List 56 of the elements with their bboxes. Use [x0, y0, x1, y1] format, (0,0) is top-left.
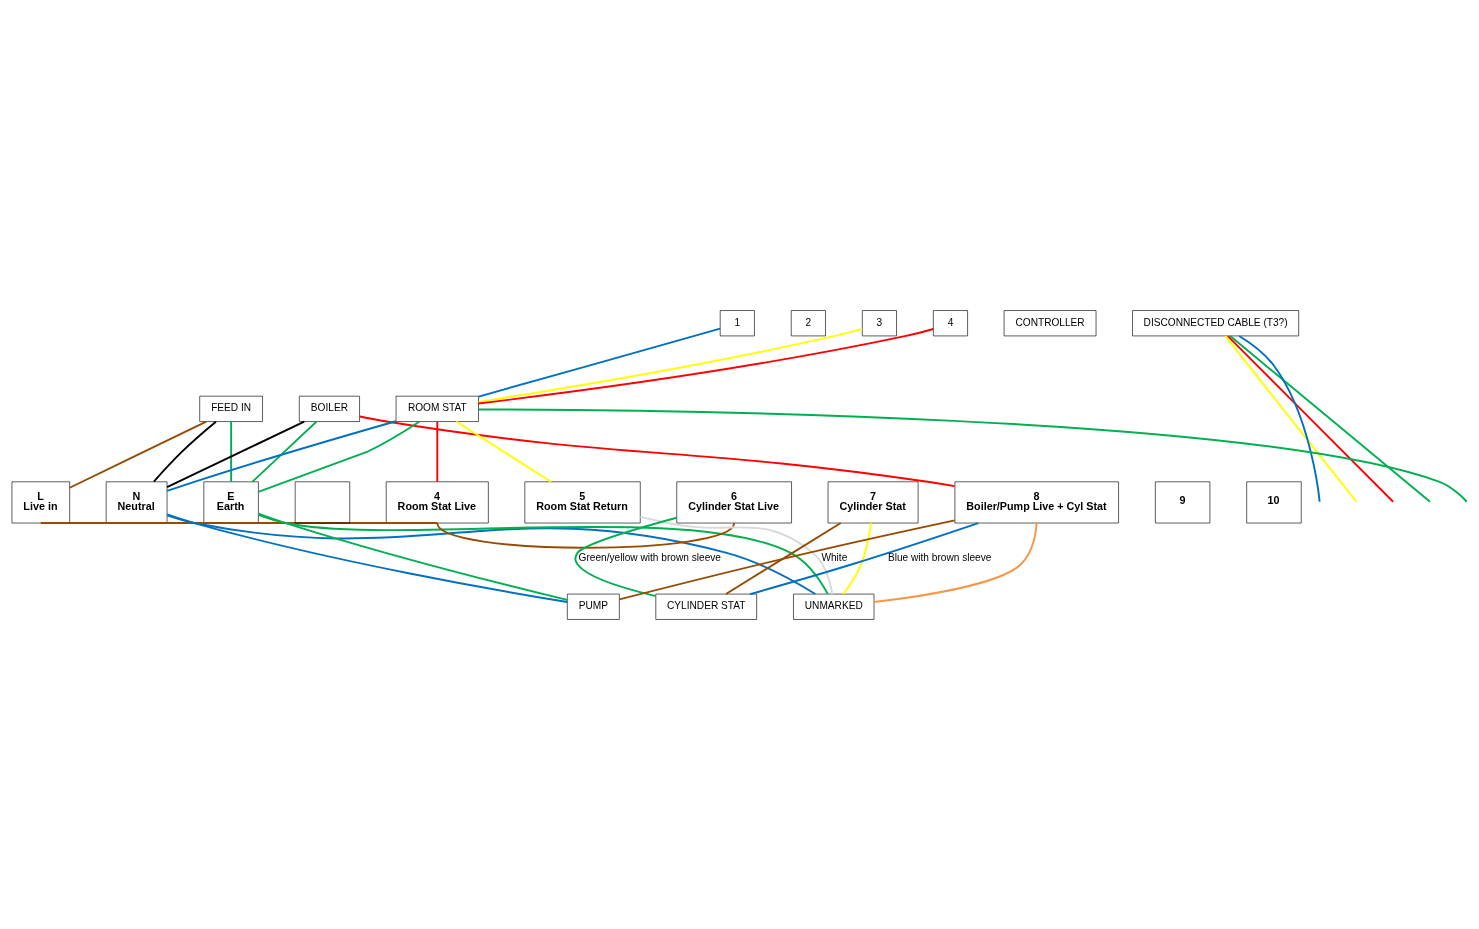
- node-box: 8 Boiler/Pump Live + Cyl Stat: [954, 481, 1119, 523]
- connector: [251, 420, 318, 483]
- connector: [257, 513, 829, 595]
- connector: [618, 518, 956, 600]
- node-box: CONTROLLER: [1003, 309, 1097, 336]
- node-box: 7 Cylinder Stat: [827, 481, 919, 523]
- connector: [166, 512, 569, 603]
- connector: [230, 420, 233, 483]
- node-box: BOILER: [299, 395, 360, 422]
- node-box: 1: [719, 309, 755, 336]
- node-box: 4 Room Stat Live: [385, 481, 489, 523]
- connector: [358, 415, 956, 487]
- connector: [455, 420, 552, 483]
- connector: [257, 512, 569, 601]
- connector: [166, 419, 397, 492]
- connector: [436, 521, 736, 549]
- node-box: 6 Cylinder Stat Live: [676, 481, 792, 523]
- connector: [257, 420, 421, 493]
- node-box: 3: [861, 309, 897, 336]
- connector: [1229, 334, 1431, 503]
- node-box: [294, 481, 351, 523]
- connector: [749, 521, 980, 595]
- node-box: FEED IN: [199, 395, 263, 422]
- connector: [1224, 334, 1358, 503]
- connector: [842, 521, 873, 595]
- connector: [152, 420, 217, 483]
- node-box: CYLINDER STAT: [655, 593, 757, 620]
- node-box: L Live in: [11, 481, 70, 523]
- connector: [1226, 334, 1395, 503]
- connector: [477, 327, 864, 403]
- node-box: ROOM STAT: [395, 395, 479, 422]
- node-box: PUMP: [567, 593, 620, 620]
- node-box: 5 Room Stat Return: [524, 481, 641, 523]
- node-box: 2: [790, 309, 826, 336]
- connector: [68, 420, 208, 489]
- edge-label: Green/yellow with brown sleeve: [578, 551, 721, 563]
- connector: [1238, 334, 1321, 503]
- node-box: N Neutral: [105, 481, 168, 523]
- connector: [873, 521, 1038, 603]
- connector: [477, 327, 935, 404]
- connector: [477, 408, 1468, 503]
- connector: [639, 515, 834, 595]
- node-box: UNMARKED: [793, 593, 875, 620]
- node-box: 10: [1246, 481, 1302, 523]
- node-box: E Earth: [203, 481, 259, 523]
- edge-label: Blue with brown sleeve: [887, 551, 992, 563]
- connector: [166, 420, 306, 488]
- edge-label: White: [821, 551, 848, 563]
- node-box: DISCONNECTED CABLE (T3?): [1132, 309, 1300, 336]
- connector: [436, 420, 439, 483]
- connector: [574, 516, 678, 597]
- node-box: 4: [933, 309, 968, 336]
- node-box: 9: [1155, 481, 1211, 523]
- connector: [725, 521, 842, 595]
- connector: [477, 327, 722, 397]
- connector: [166, 514, 817, 595]
